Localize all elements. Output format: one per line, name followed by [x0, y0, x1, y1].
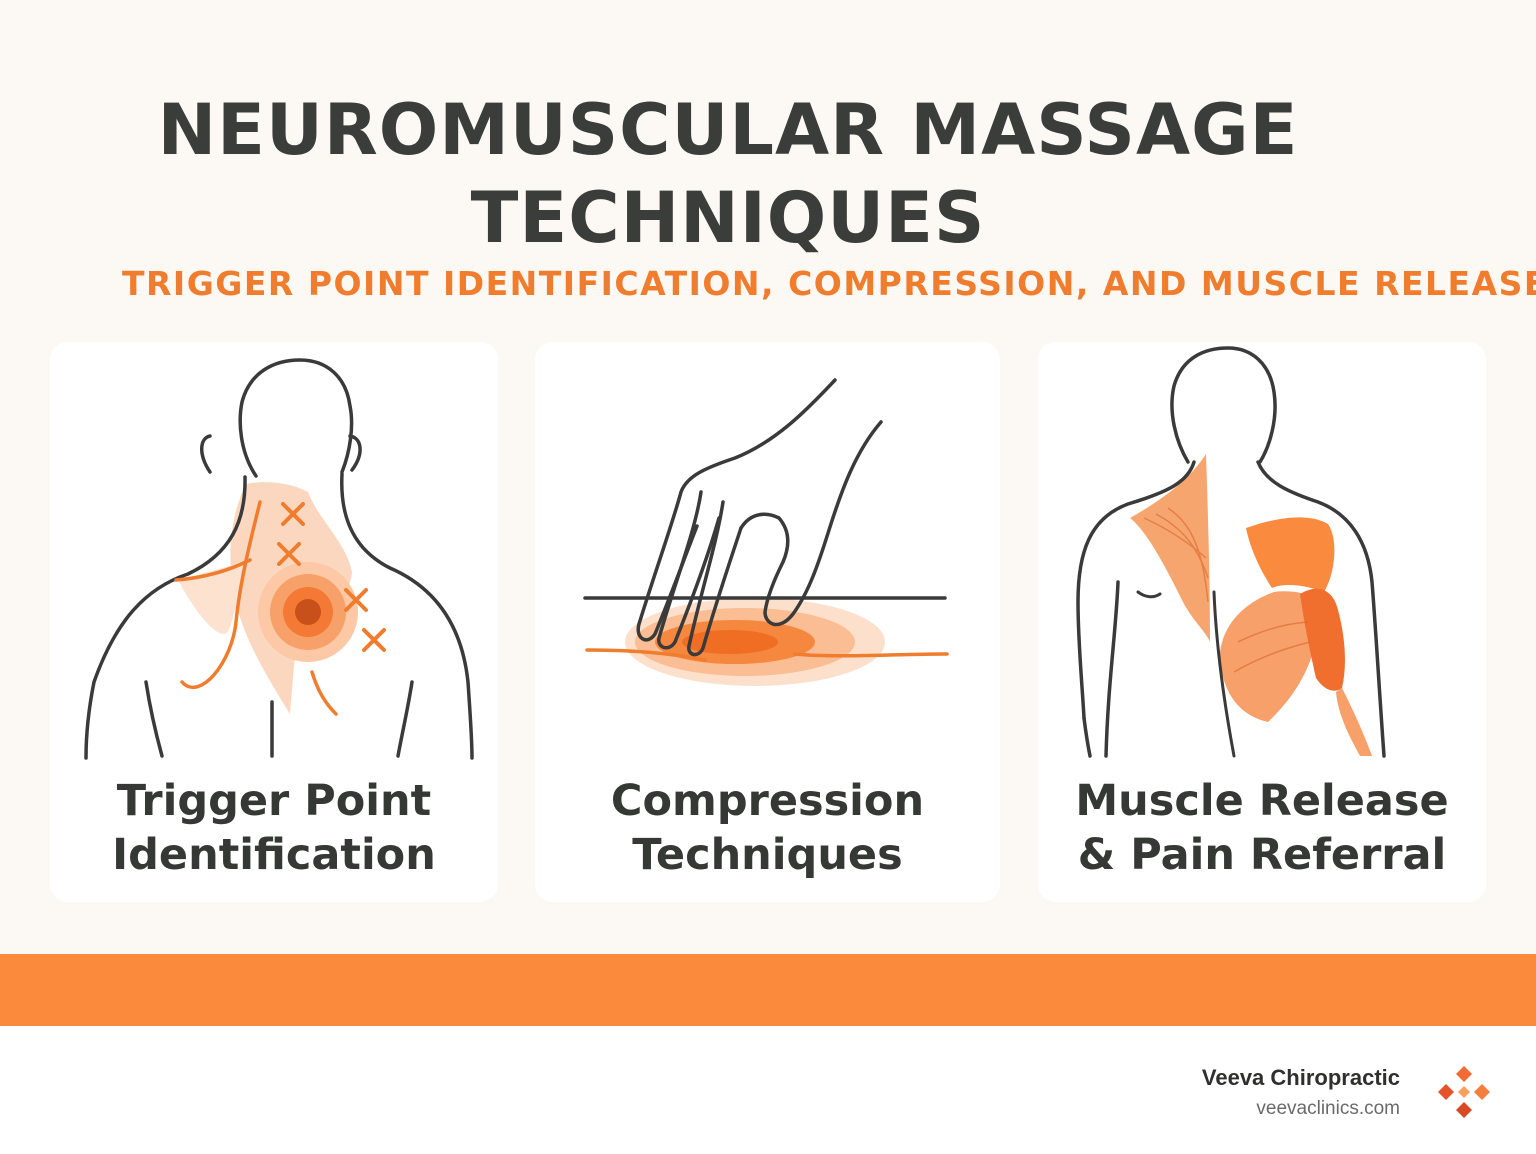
neck-trigger-points-illustration-icon: [84, 358, 474, 760]
title-line-1: NEUROMUSCULAR MASSAGE: [157, 89, 1299, 171]
card-3-label-line-1: Muscle Release: [1075, 776, 1449, 826]
hand-compression-illustration-icon: [583, 378, 949, 686]
card-2-label-line-2: Techniques: [632, 830, 903, 880]
card-2-label-line-1: Compression: [610, 776, 925, 826]
brand-name: Veeva Chiropractic: [1201, 1065, 1400, 1090]
page-subtitle: TRIGGER POINT IDENTIFICATION, COMPRESSIO…: [122, 264, 1536, 303]
card-label-muscle-release: Muscle Release & Pain Referral: [1038, 774, 1486, 882]
card-1-label-line-1: Trigger Point: [116, 776, 432, 826]
card-muscle-release: Muscle Release & Pain Referral: [1038, 342, 1486, 902]
card-label-trigger-point: Trigger Point Identification: [50, 774, 498, 882]
title-line-2: TECHNIQUES: [470, 177, 986, 259]
card-1-label-line-2: Identification: [112, 830, 436, 880]
card-label-compression: Compression Techniques: [535, 774, 1000, 882]
card-3-label-line-2: & Pain Referral: [1077, 830, 1447, 880]
footer: [0, 1026, 1536, 1154]
brand-url: veevaclinics.com: [1256, 1098, 1400, 1119]
back-muscles-illustration-icon: [1076, 346, 1386, 758]
veeva-diamond-logo-icon: [1438, 1066, 1490, 1118]
accent-band: [0, 954, 1536, 1026]
page-title: NEUROMUSCULAR MASSAGE TECHNIQUES: [0, 86, 1456, 262]
card-compression: Compression Techniques: [535, 342, 1000, 902]
card-trigger-point: Trigger Point Identification: [50, 342, 498, 902]
